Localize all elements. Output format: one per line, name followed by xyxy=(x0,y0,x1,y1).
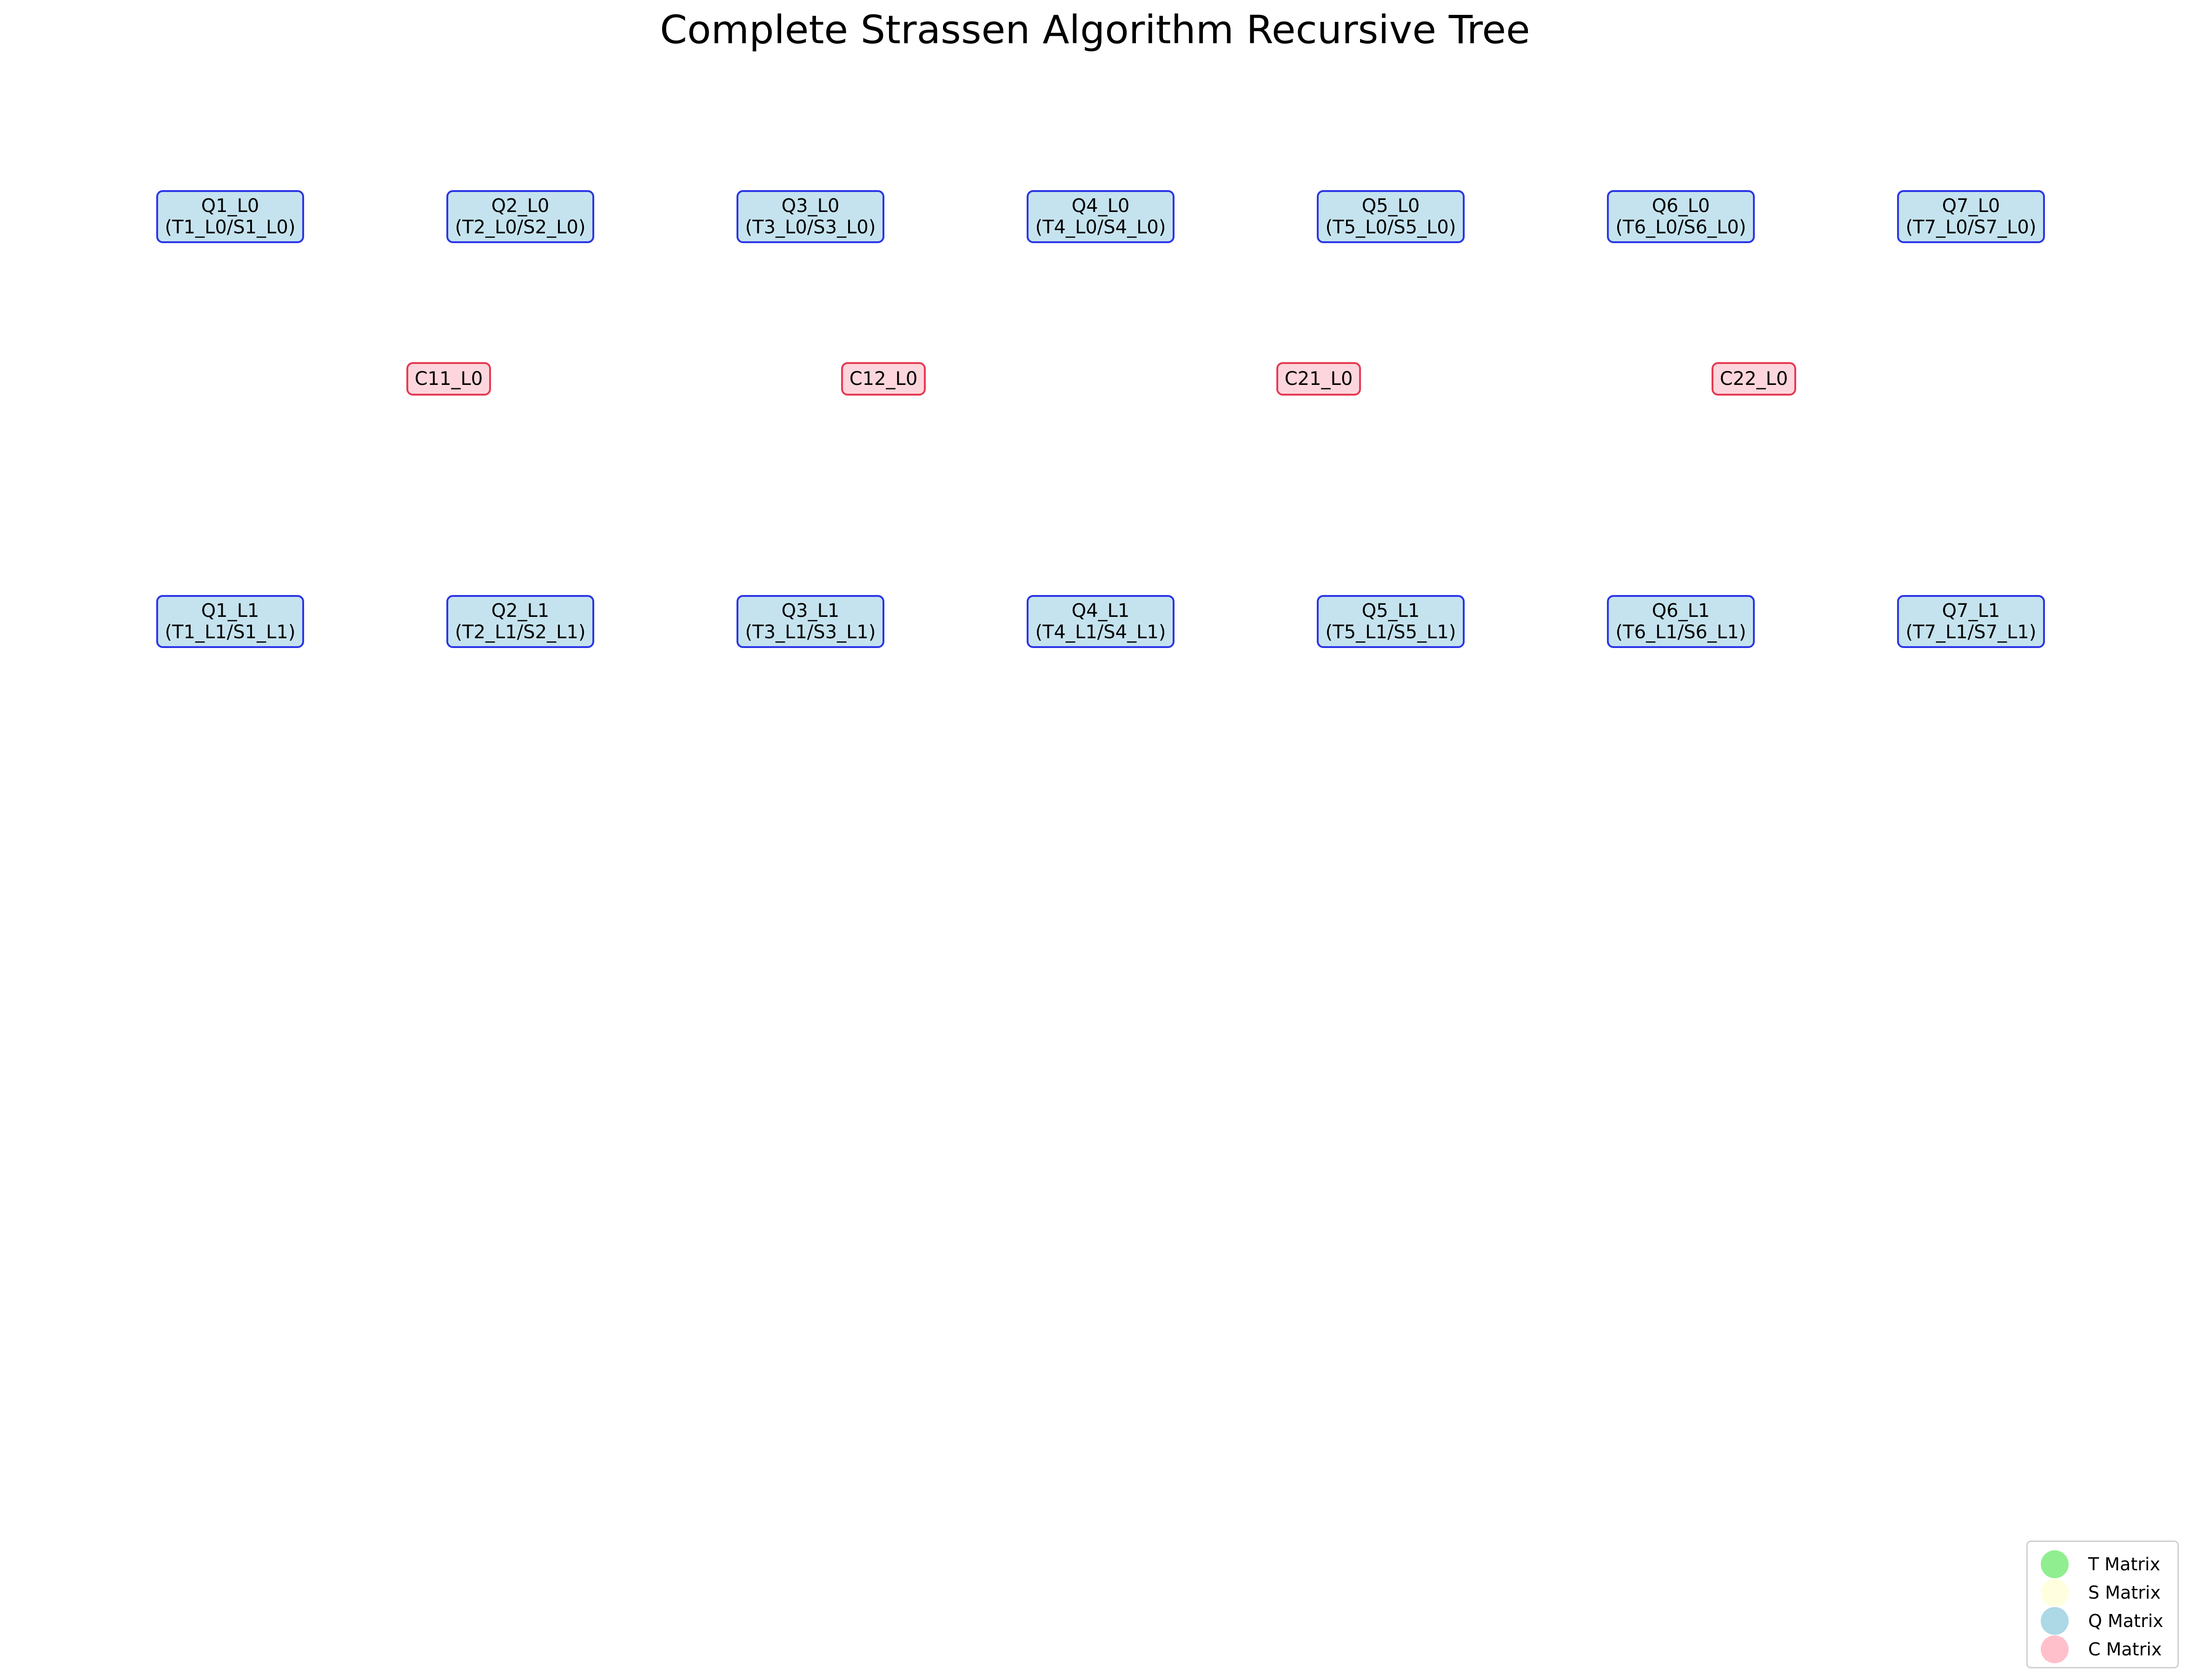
q-node-name: Q4_L0 xyxy=(1071,195,1130,217)
q-node-detail: (T1_L1/S1_L1) xyxy=(165,622,296,643)
q-node-q1-l0: Q1_L0(T1_L0/S1_L0) xyxy=(156,190,304,243)
c-node-c22-l0: C22_L0 xyxy=(1712,362,1796,396)
q-node-q4-l1: Q4_L1(T4_L1/S4_L1) xyxy=(1027,595,1175,648)
legend-label: C Matrix xyxy=(2088,1639,2162,1660)
legend-label: Q Matrix xyxy=(2088,1611,2163,1631)
q-node-q5-l1: Q5_L1(T5_L1/S5_L1) xyxy=(1317,595,1465,648)
legend-marker-icon xyxy=(2041,1579,2069,1607)
q-node-detail: (T5_L1/S5_L1) xyxy=(1325,622,1456,643)
q-node-name: Q3_L0 xyxy=(781,195,840,217)
c-node-c21-l0: C21_L0 xyxy=(1276,362,1361,396)
q-node-detail: (T4_L1/S4_L1) xyxy=(1035,622,1166,643)
q-node-name: Q7_L1 xyxy=(1942,600,2000,622)
q-node-detail: (T6_L0/S6_L0) xyxy=(1615,217,1746,238)
q-node-name: Q2_L1 xyxy=(491,600,550,622)
legend-label: S Matrix xyxy=(2088,1582,2161,1603)
q-node-q6-l1: Q6_L1(T6_L1/S6_L1) xyxy=(1607,595,1755,648)
q-node-detail: (T2_L1/S2_L1) xyxy=(455,622,586,643)
q-node-detail: (T7_L1/S7_L1) xyxy=(1905,622,2037,643)
legend-item-t-matrix: T Matrix xyxy=(2028,1550,2177,1578)
q-node-q7-l1: Q7_L1(T7_L1/S7_L1) xyxy=(1897,595,2045,648)
legend: T Matrix S Matrix Q Matrix C Matrix xyxy=(2026,1541,2179,1668)
q-node-detail: (T2_L0/S2_L0) xyxy=(455,217,586,238)
q-node-name: Q2_L0 xyxy=(491,195,550,217)
q-node-detail: (T6_L1/S6_L1) xyxy=(1615,622,1746,643)
legend-marker-icon xyxy=(2041,1607,2069,1635)
q-node-detail: (T5_L0/S5_L0) xyxy=(1325,217,1456,238)
q-node-q7-l0: Q7_L0(T7_L0/S7_L0) xyxy=(1897,190,2045,243)
q-node-q1-l1: Q1_L1(T1_L1/S1_L1) xyxy=(156,595,304,648)
legend-item-c-matrix: C Matrix xyxy=(2028,1635,2177,1663)
q-node-detail: (T7_L0/S7_L0) xyxy=(1905,217,2037,238)
q-node-detail: (T3_L1/S3_L1) xyxy=(745,622,876,643)
q-node-name: Q6_L0 xyxy=(1652,195,1710,217)
legend-item-s-matrix: S Matrix xyxy=(2028,1579,2177,1607)
q-node-name: Q1_L1 xyxy=(201,600,259,622)
legend-item-q-matrix: Q Matrix xyxy=(2028,1607,2177,1635)
q-node-q3-l0: Q3_L0(T3_L0/S3_L0) xyxy=(737,190,884,243)
legend-label: T Matrix xyxy=(2088,1554,2160,1574)
q-node-q4-l0: Q4_L0(T4_L0/S4_L0) xyxy=(1027,190,1175,243)
q-node-detail: (T1_L0/S1_L0) xyxy=(165,217,296,238)
legend-marker-icon xyxy=(2041,1550,2069,1578)
q-node-name: Q1_L0 xyxy=(201,195,259,217)
q-node-q2-l1: Q2_L1(T2_L1/S2_L1) xyxy=(446,595,594,648)
c-node-c12-l0: C12_L0 xyxy=(841,362,926,396)
q-node-name: Q3_L1 xyxy=(781,600,840,622)
q-node-detail: (T3_L0/S3_L0) xyxy=(745,217,876,238)
legend-marker-icon xyxy=(2041,1635,2069,1663)
q-node-q3-l1: Q3_L1(T3_L1/S3_L1) xyxy=(737,595,884,648)
q-node-q5-l0: Q5_L0(T5_L0/S5_L0) xyxy=(1317,190,1465,243)
c-node-c11-l0: C11_L0 xyxy=(406,362,491,396)
q-node-name: Q4_L1 xyxy=(1071,600,1130,622)
q-node-name: Q6_L1 xyxy=(1652,600,1710,622)
q-node-detail: (T4_L0/S4_L0) xyxy=(1035,217,1166,238)
q-node-name: Q5_L1 xyxy=(1361,600,1420,622)
q-node-name: Q5_L0 xyxy=(1361,195,1420,217)
q-node-q2-l0: Q2_L0(T2_L0/S2_L0) xyxy=(446,190,594,243)
diagram-title: Complete Strassen Algorithm Recursive Tr… xyxy=(660,7,1530,53)
q-node-name: Q7_L0 xyxy=(1942,195,2000,217)
q-node-q6-l0: Q6_L0(T6_L0/S6_L0) xyxy=(1607,190,1755,243)
